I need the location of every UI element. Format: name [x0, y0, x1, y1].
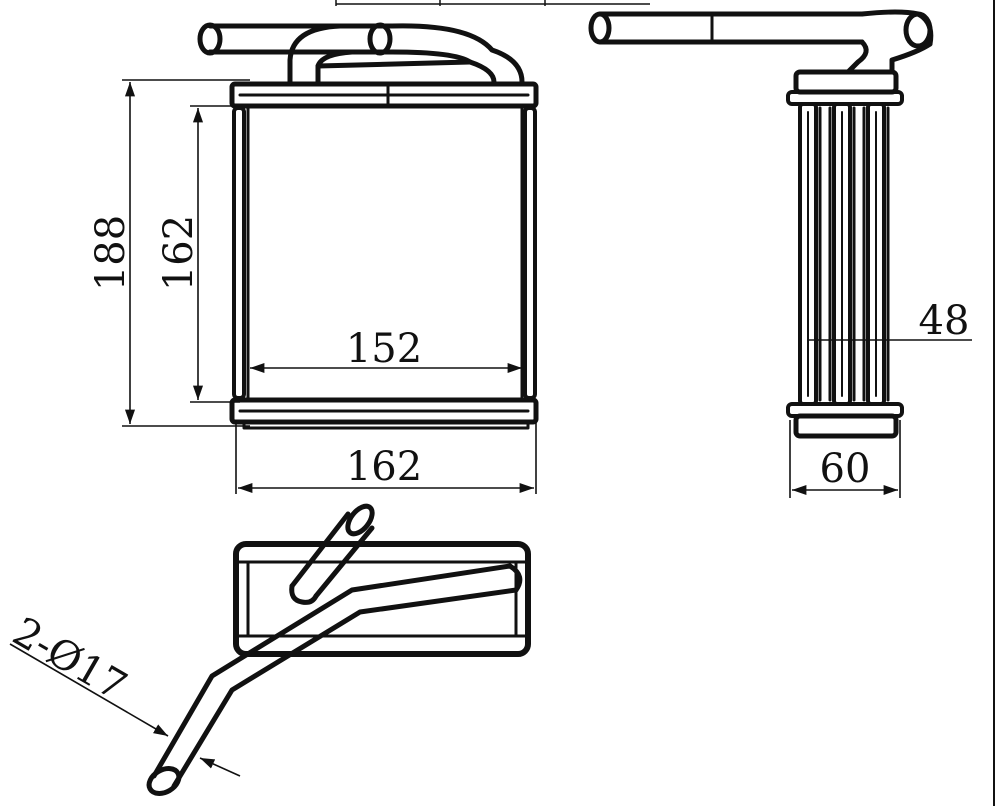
- side-tubes: [798, 102, 890, 406]
- front-view: [197, 22, 539, 430]
- front-dimensions: [122, 79, 537, 494]
- side-view: [588, 9, 934, 439]
- side-dimensions: [789, 339, 972, 498]
- dim-overall-depth: 60: [820, 446, 871, 492]
- front-core: [246, 104, 524, 402]
- bottom-body: [233, 541, 531, 657]
- front-left-plate: [232, 106, 246, 400]
- dim-pipe-spec: 2-Ø17: [5, 609, 134, 710]
- side-bottom-tank: [793, 413, 899, 439]
- front-right-plate: [523, 106, 537, 400]
- front-inlet-pipes: [197, 22, 525, 85]
- top-dimension-fragment: [335, 0, 650, 6]
- pipe-spec-leader: [9, 643, 241, 777]
- side-pipe: [588, 9, 934, 75]
- dim-core-width: 152: [346, 326, 422, 372]
- bottom-short-pipe: [289, 503, 375, 605]
- bottom-view: [146, 503, 531, 796]
- side-top-tank: [793, 69, 899, 95]
- dim-overall-height: 188: [88, 215, 134, 291]
- bottom-long-pipe: [146, 563, 523, 796]
- dim-core-height: 162: [156, 215, 202, 291]
- dim-overall-width: 162: [346, 444, 422, 490]
- dim-core-depth: 48: [919, 298, 970, 344]
